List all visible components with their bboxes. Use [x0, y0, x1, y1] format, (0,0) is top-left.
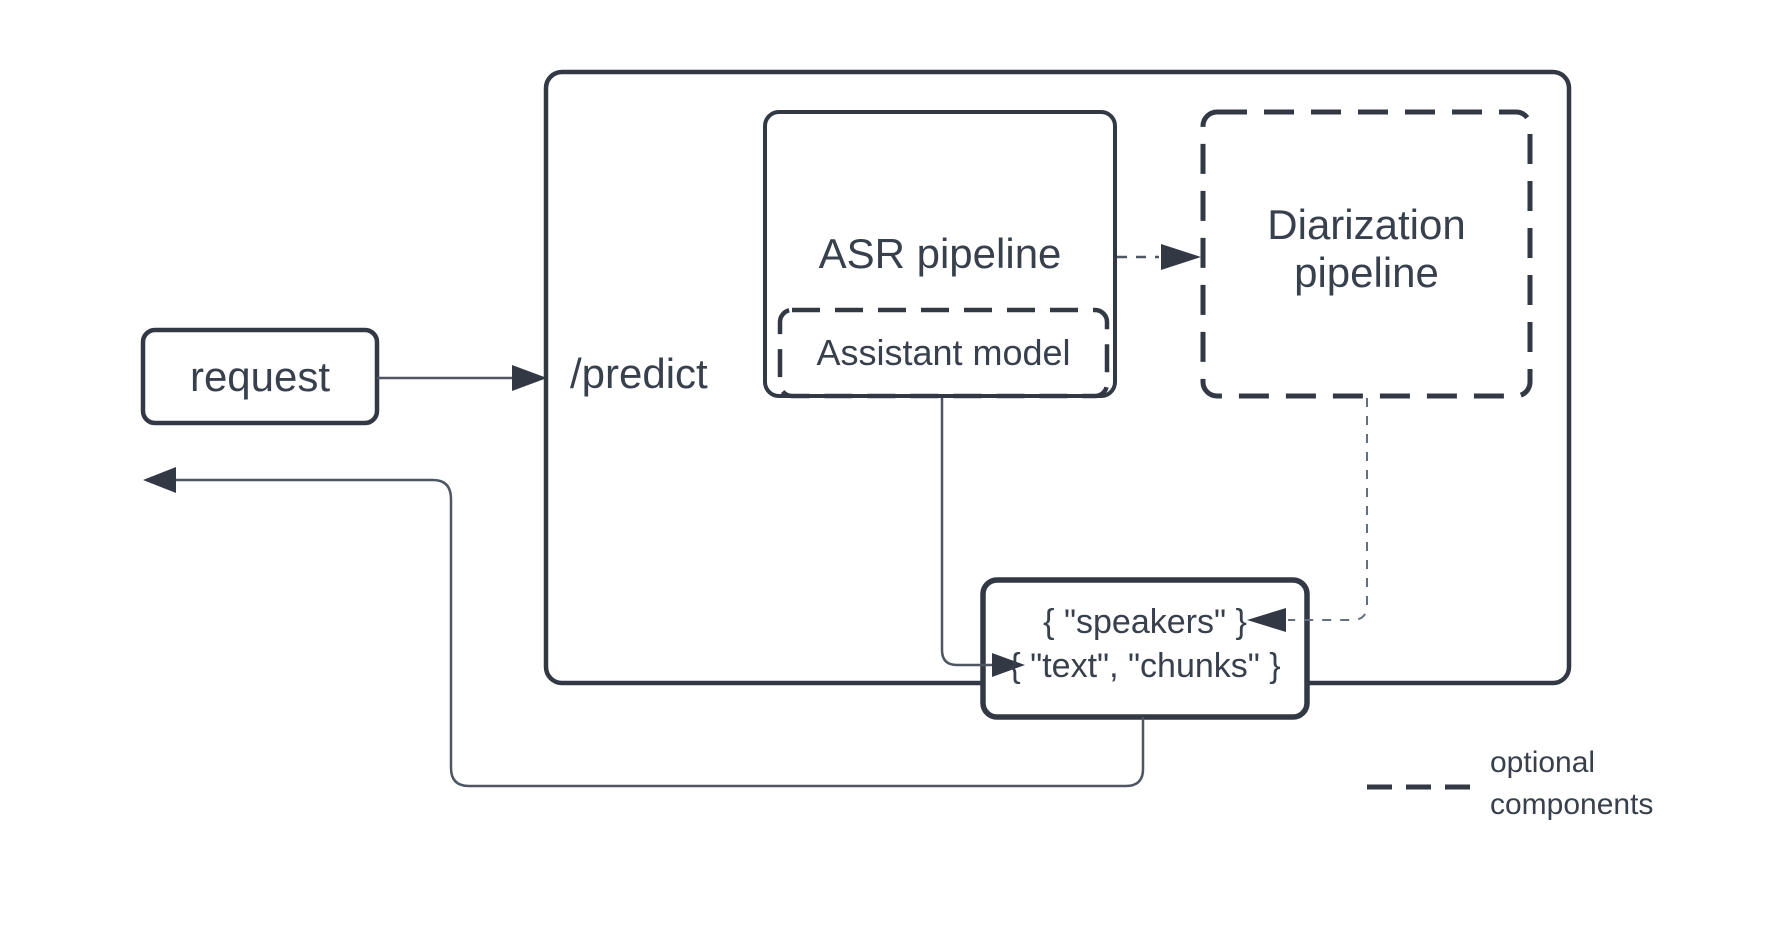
diarization-to-output-arrowhead-icon [1247, 608, 1286, 632]
request-label-text: request [189, 352, 331, 400]
predict-endpoint-label: /predict [570, 346, 740, 402]
assistant-model-text: Assistant model [816, 332, 1071, 373]
asr-pipeline-box [763, 110, 1117, 398]
request-label: request [143, 330, 377, 423]
legend-label: optional components [1490, 742, 1750, 832]
asr-to-diarization-arrowhead-icon [1161, 244, 1201, 270]
predict-endpoint-text: /predict [570, 350, 708, 397]
assistant-to-output-connector [940, 398, 992, 667]
assistant-model-box [777, 307, 1110, 399]
asr-pipeline-label: ASR pipeline [765, 112, 1115, 396]
legend-line1: optional [1490, 746, 1596, 779]
diarization-pipeline-box [1200, 109, 1533, 399]
response-return-connector [176, 478, 1145, 788]
request-to-predict-arrowhead-icon [512, 365, 547, 391]
diarization-pipeline-label: Diarization pipeline [1203, 112, 1530, 396]
output-text-chunks-line: { "text", "chunks" } [1009, 646, 1281, 685]
asr-pipeline-text: ASR pipeline [818, 230, 1062, 277]
assistant-model-label: Assistant model [780, 310, 1107, 396]
diarization-to-output-connector [1288, 398, 1368, 621]
diarization-line1: Diarization [1267, 201, 1466, 248]
diarization-line2: pipeline [1294, 249, 1439, 296]
assistant-to-output-arrowhead-icon [992, 653, 1025, 677]
request-box [140, 327, 380, 426]
output-payload-label: { "speakers" } { "text", "chunks" } [983, 580, 1307, 717]
legend-line2: components [1490, 788, 1654, 821]
response-return-arrowhead-icon [143, 467, 176, 493]
output-box [980, 577, 1310, 720]
output-speakers-line: { "speakers" } [1043, 602, 1247, 641]
